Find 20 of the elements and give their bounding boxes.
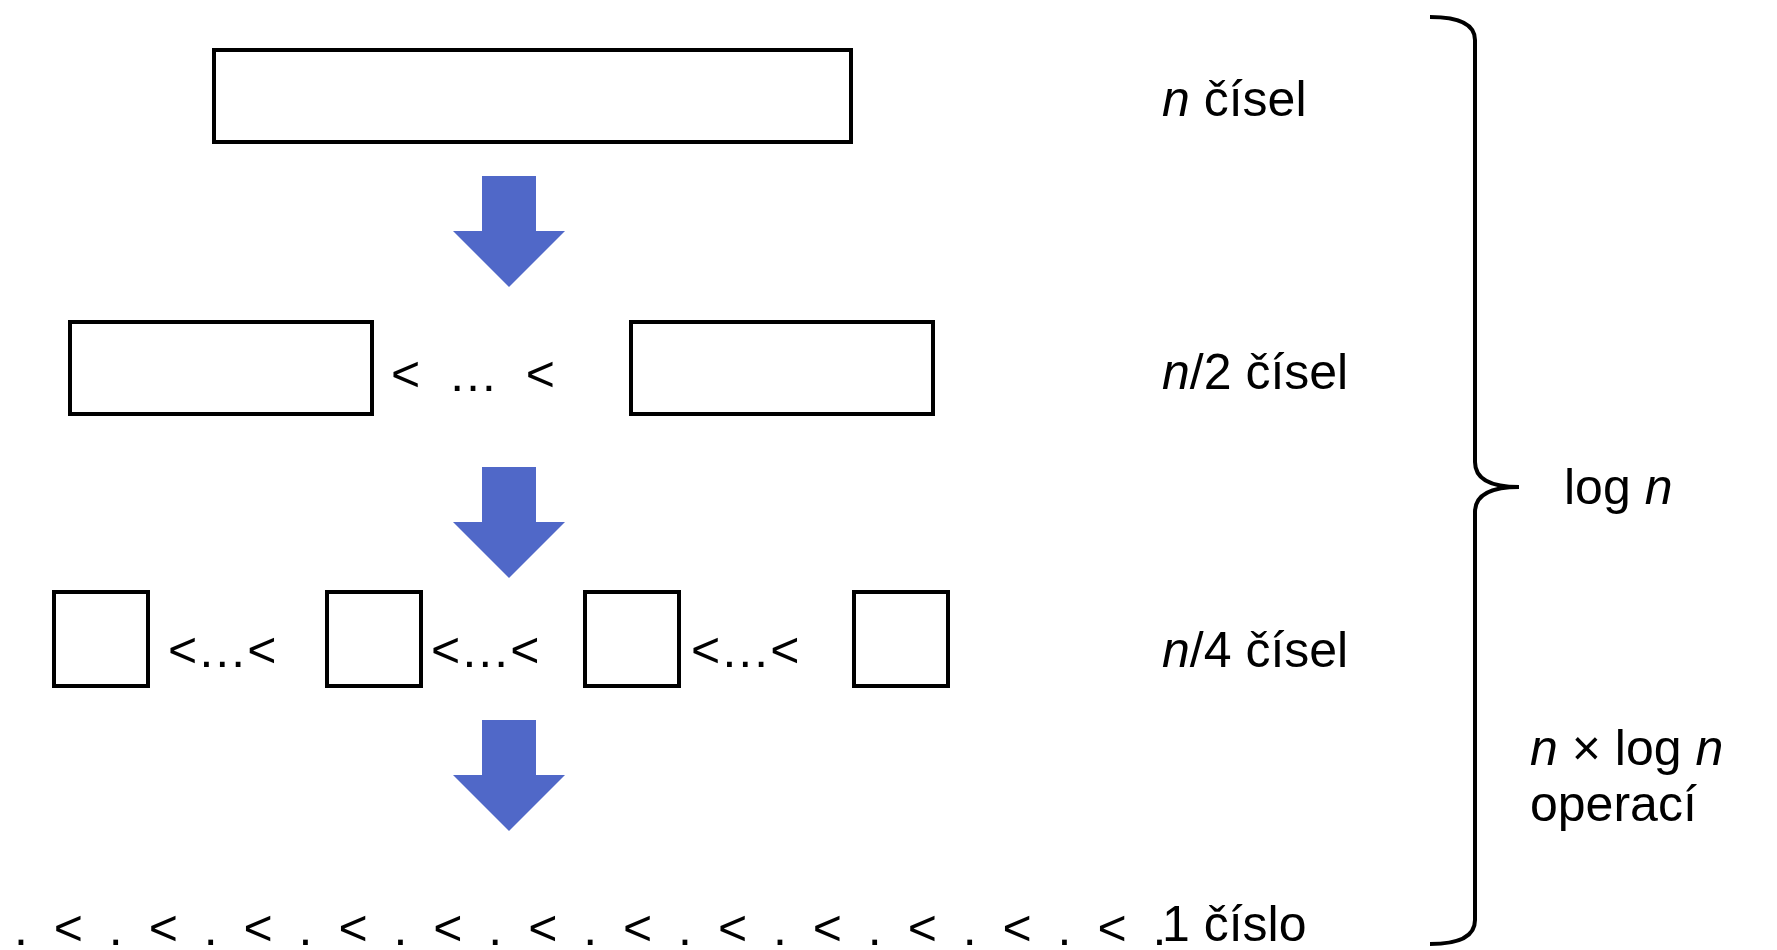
complexity-label: log n (1564, 459, 1673, 515)
complexity-label: n × log n operací (1530, 720, 1725, 832)
array-box (68, 320, 374, 416)
array-box (212, 48, 853, 144)
count-label: n/4 čísel (1162, 622, 1349, 678)
block-arrow (453, 176, 565, 287)
array-box (583, 590, 681, 688)
comparison-text: <…< (431, 622, 540, 678)
block-arrow (453, 720, 565, 831)
array-box (325, 590, 423, 688)
count-label: n/2 čísel (1162, 344, 1349, 400)
array-box (852, 590, 950, 688)
array-box (52, 590, 150, 688)
count-label: n čísel (1162, 71, 1307, 127)
comparison-text: <…< (691, 622, 800, 678)
comparison-text: <…< (168, 622, 277, 678)
comparison-text: < … < (391, 346, 555, 402)
count-label: 1 číslo (1162, 896, 1307, 950)
block-arrow (453, 467, 565, 578)
array-box (629, 320, 935, 416)
